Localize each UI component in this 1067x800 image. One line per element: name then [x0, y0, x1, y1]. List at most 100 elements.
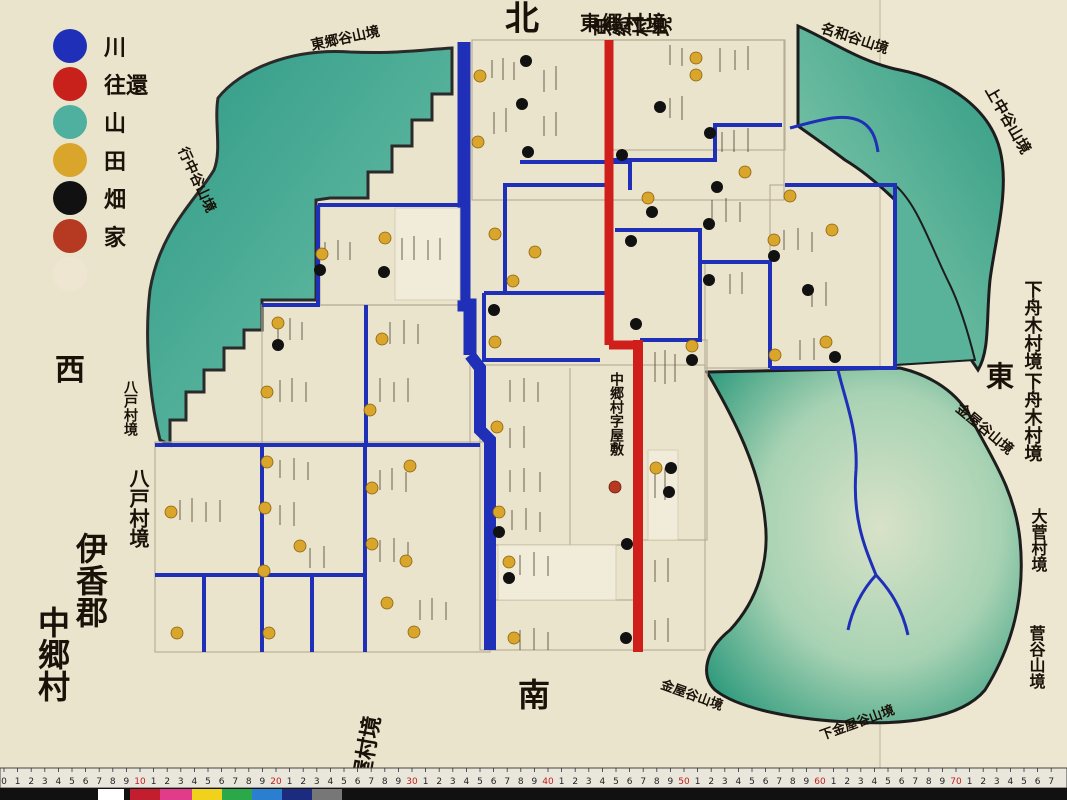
border-right-lower: 菅谷山境 — [1027, 624, 1046, 690]
ruler-number: 0 — [1, 777, 7, 787]
ruler-number: 1 — [695, 777, 701, 787]
ruler-number: 4 — [56, 777, 62, 787]
ruler-number: 3 — [42, 777, 48, 787]
ruler-number: 7 — [504, 777, 510, 787]
ruler-number: 5 — [477, 777, 483, 787]
direction-east: 東 — [986, 360, 1014, 393]
ruler-number: 3 — [994, 777, 1000, 787]
village-name: 中郷村 — [33, 606, 71, 702]
ruler-number: 8 — [518, 777, 524, 787]
legend-label: 川 — [103, 35, 126, 61]
legend-label: 山 — [104, 111, 126, 137]
village-district: 伊香郡 — [71, 532, 109, 628]
ruler-number: 5 — [205, 777, 211, 787]
direction-south: 南 — [518, 676, 550, 714]
ruler-number: 2 — [300, 777, 306, 787]
ruler-number: 1 — [967, 777, 973, 787]
ruler-number: 50 — [678, 777, 690, 787]
ruler-number: 9 — [532, 777, 538, 787]
legend-label: 田 — [104, 149, 126, 175]
ruler-number: 5 — [613, 777, 619, 787]
ruler-number: 3 — [722, 777, 728, 787]
ruler-number: 7 — [912, 777, 918, 787]
ruler-number: 10 — [134, 777, 146, 787]
ruler-number: 9 — [668, 777, 674, 787]
ruler-number: 2 — [844, 777, 850, 787]
ruler-number: 9 — [804, 777, 810, 787]
ruler-number: 6 — [899, 777, 905, 787]
ruler-number: 2 — [572, 777, 578, 787]
ruler-number: 9 — [260, 777, 266, 787]
legend-label: 家 — [104, 225, 127, 251]
ruler-number: 2 — [980, 777, 986, 787]
ruler-number: 3 — [178, 777, 184, 787]
border-top-center-h: 東郷村境 — [580, 11, 668, 35]
legend-swatch — [53, 143, 87, 177]
ruler-number: 6 — [1035, 777, 1041, 787]
center-label: 中郷村字屋敷 — [608, 371, 624, 457]
border-left-lower-2: 八戸村境 — [126, 468, 150, 549]
direction-north: 北 — [505, 0, 539, 39]
ruler-number: 5 — [885, 777, 891, 787]
label-slips — [394, 207, 679, 601]
ruler-number: 8 — [110, 777, 116, 787]
ruler-number: 40 — [542, 777, 554, 787]
ruler-number: 1 — [423, 777, 429, 787]
ruler-number: 8 — [654, 777, 660, 787]
ruler-number: 3 — [450, 777, 456, 787]
ruler-number: 7 — [640, 777, 646, 787]
ruler-number: 5 — [341, 777, 347, 787]
legend-swatch — [53, 181, 87, 215]
ruler-number: 9 — [124, 777, 130, 787]
ruler-number: 2 — [436, 777, 442, 787]
ruler-number: 8 — [790, 777, 796, 787]
border-top-center: 東郷村境 — [592, 16, 673, 40]
ruler-number: 7 — [232, 777, 238, 787]
ruler-number: 1 — [15, 777, 21, 787]
ruler-number: 7 — [1048, 777, 1054, 787]
legend-swatch — [53, 29, 87, 63]
parcel-dots — [164, 51, 841, 645]
ruler-number: 4 — [872, 777, 878, 787]
ruler-number: 5 — [1021, 777, 1027, 787]
ruler-number: 70 — [950, 777, 962, 787]
mountain-northwest — [146, 46, 454, 448]
legend-label: 往還 — [104, 73, 149, 99]
ruler-number: 4 — [600, 777, 606, 787]
ruler-number: 4 — [328, 777, 334, 787]
ruler-number: 2 — [708, 777, 714, 787]
ruler-number: 6 — [219, 777, 225, 787]
ruler-number: 5 — [749, 777, 755, 787]
ruler-number: 1 — [831, 777, 837, 787]
border-right-east: 大菅村境 — [1029, 507, 1048, 573]
legend-swatch — [53, 219, 87, 253]
ruler-number: 6 — [83, 777, 89, 787]
ruler-number: 2 — [28, 777, 34, 787]
ruler-number: 9 — [396, 777, 402, 787]
ruler-number: 60 — [814, 777, 826, 787]
ruler-number: 4 — [736, 777, 742, 787]
ruler-number: 7 — [776, 777, 782, 787]
mountain-east-lobe — [894, 182, 977, 367]
ruler-number: 8 — [926, 777, 932, 787]
ruler-number: 7 — [368, 777, 374, 787]
ruler-number: 3 — [858, 777, 864, 787]
ruler-number: 1 — [287, 777, 293, 787]
ruler-number: 1 — [559, 777, 565, 787]
ruler-number: 3 — [314, 777, 320, 787]
ruler-number: 5 — [69, 777, 75, 787]
border-labels: 東郷村境 — [592, 16, 673, 40]
ruler-number: 4 — [464, 777, 470, 787]
ruler-number: 1 — [151, 777, 157, 787]
ruler-number: 6 — [763, 777, 769, 787]
legend-swatch — [53, 257, 87, 291]
ruler-number: 7 — [96, 777, 102, 787]
border-right-upper: 下舟木村境 — [1022, 280, 1044, 370]
ruler-number: 3 — [586, 777, 592, 787]
ruler-number: 20 — [270, 777, 282, 787]
ruler-number: 6 — [355, 777, 361, 787]
